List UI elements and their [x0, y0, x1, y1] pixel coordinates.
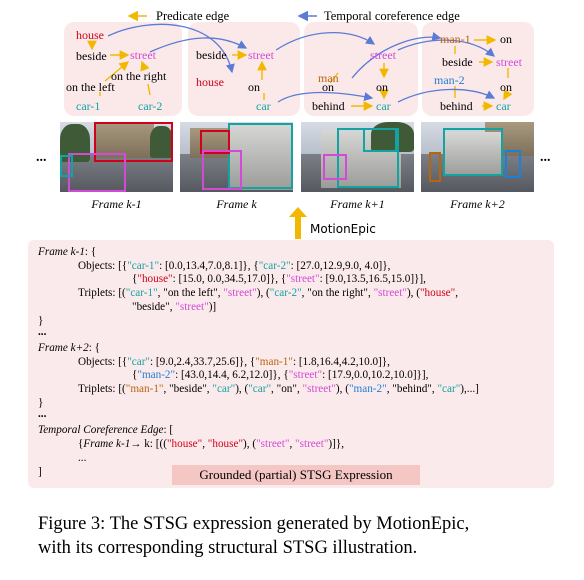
expr-tce-close: ] [38, 466, 42, 478]
bbox-man [363, 128, 397, 152]
frame-label-k: Frame k [216, 197, 257, 211]
g1-node-car-1: car-1 [76, 99, 101, 113]
frames-ellipsis-left: ... [36, 150, 47, 165]
g4-edge-behind: behind [440, 99, 473, 113]
bbox-street [323, 154, 347, 180]
bbox-car [228, 123, 293, 189]
expression-caption-label: Grounded (partial) STSG Expression [172, 465, 420, 485]
legend-temporal-label: Temporal coreference edge [324, 9, 460, 23]
g4-node-street: street [496, 55, 522, 69]
g2-edge-on: on [248, 80, 260, 94]
expr-ellipsis-2: ... [38, 408, 47, 420]
g1-node-house: house [76, 28, 104, 42]
expr-kp2-close: } [38, 397, 44, 409]
g3-edge-behind: behind [312, 99, 345, 113]
frames-ellipsis-right: ... [540, 150, 551, 165]
expr-km1-triplets-line2: "beside", "street")] [132, 301, 217, 313]
g1-node-car-2: car-2 [138, 99, 163, 113]
expr-frame-kp2-header: Frame k+2: { [38, 342, 101, 354]
g2-node-house: house [196, 75, 224, 89]
g2-node-street: street [248, 48, 274, 62]
g4-edge-on-top: on [500, 32, 512, 46]
g4-node-man-1: man-1 [440, 32, 471, 46]
expr-km1-objects-line2: {"house": [15.0, 0.0,34.5,17.0]}, {"stre… [132, 273, 426, 285]
g3-edge-on-right: on [376, 80, 388, 94]
bbox-street [68, 153, 126, 192]
frame-image-k [180, 122, 293, 192]
legend-predicate-label: Predicate edge [156, 9, 230, 23]
g1-node-street: street [130, 48, 156, 62]
bbox-car-1 [60, 155, 73, 177]
graph-bg-frame-k [188, 22, 300, 116]
expr-kp2-objects-line2: {"man-2": [43.0,14.4, 6.2,12.0]}, {"stre… [132, 369, 429, 381]
expr-frame-km1-header: Frame k-1: { [38, 246, 97, 258]
figure-caption-line-2: with its corresponding structural STSG i… [38, 538, 418, 558]
expr-ellipsis-1: ... [38, 326, 47, 338]
g2-edge-beside: beside [196, 48, 227, 62]
expr-tce-line: {Frame k-1→ k: [(("house", "house"), ("s… [78, 438, 345, 450]
g2-node-car: car [256, 99, 271, 113]
frame-image-kp1 [301, 122, 414, 192]
graph-bg-frame-kp2 [422, 22, 534, 116]
figure-caption-line-1: Figure 3: The STSG expression generated … [38, 514, 470, 534]
g3-node-street: street [370, 48, 396, 62]
g4-edge-beside: beside [442, 55, 473, 69]
g4-node-man-2: man-2 [434, 73, 465, 87]
graph-edges [64, 10, 534, 116]
expr-tce-ellipsis: ... [78, 452, 87, 464]
g4-edge-on: on [500, 80, 512, 94]
bbox-street [202, 150, 242, 190]
expr-tce-header: Temporal Coreference Edge: [ [38, 424, 174, 436]
frame-label-kp2: Frame k+2 [450, 197, 505, 211]
g1-edge-beside: beside [76, 49, 107, 63]
g1-edge-on-the-right: on the right [111, 69, 167, 83]
bbox-house [200, 130, 230, 154]
bbox-man-2 [505, 150, 521, 178]
bbox-man-1 [429, 152, 441, 182]
expr-km1-close: } [38, 315, 44, 327]
expr-km1-triplets-line1: Triplets: [("car-1", "on the left", "str… [78, 287, 459, 299]
expr-kp2-triplets-line1: Triplets: [("man-1", "beside", "car"), (… [78, 383, 479, 395]
stsg-expression-panel [28, 240, 554, 488]
bbox-car [443, 128, 503, 176]
g3-node-car: car [376, 99, 391, 113]
bbox-house [94, 122, 173, 162]
figure-caption: Figure 3: The STSG expression generated … [38, 512, 578, 560]
g1-edge-on-the-left: on the left [66, 80, 115, 94]
expr-kp2-objects-line1: Objects: [{"car": [9.0,2.4,33.7,25.6]}, … [78, 356, 390, 368]
motionepic-label: MotionEpic [310, 222, 376, 236]
g4-node-car: car [496, 99, 511, 113]
frame-image-km1 [60, 122, 173, 192]
frame-label-km1: Frame k-1 [91, 197, 142, 211]
expr-km1-objects-line1: Objects: [{"car-1": [0.0,13.4,7.0,8.1]},… [78, 260, 391, 272]
frame-label-kp1: Frame k+1 [330, 197, 385, 211]
frame-image-kp2 [421, 122, 534, 192]
upward-arrow-icon [289, 207, 307, 239]
stsg-graph-illustration: Predicate edge Temporal coreference edge… [0, 0, 584, 118]
g3-edge-on-left: on [322, 80, 334, 94]
g3-node-man: man [318, 71, 339, 85]
